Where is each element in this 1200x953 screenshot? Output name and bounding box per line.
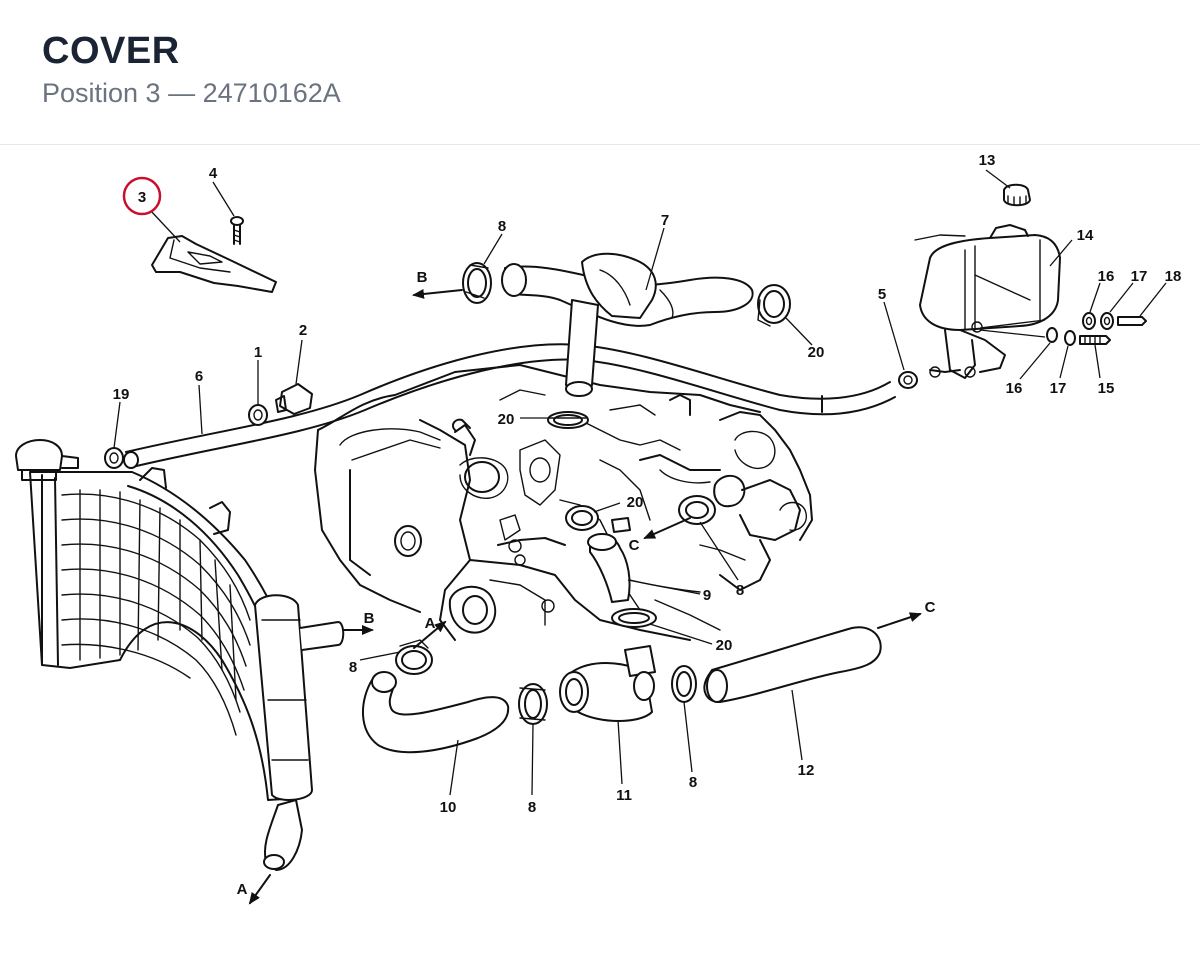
label-2[interactable]: 2 — [299, 322, 307, 339]
flow-marker-b-top: B — [417, 269, 428, 286]
clamp-part-20-low — [611, 608, 657, 628]
subtitle-separator: — — [160, 78, 203, 108]
hose-part-12 — [703, 626, 882, 703]
clamp-part-8-right — [671, 665, 697, 703]
label-20-center[interactable]: 20 — [498, 411, 515, 428]
label-14[interactable]: 14 — [1077, 227, 1094, 244]
part-number: 24710162A — [202, 78, 341, 108]
label-3-highlighted[interactable]: 3 — [138, 189, 146, 206]
tank-fasteners — [979, 312, 1147, 346]
label-7[interactable]: 7 — [661, 212, 669, 229]
clamp-part-19 — [104, 447, 124, 469]
label-8-left[interactable]: 8 — [349, 659, 357, 676]
hose-part-9 — [587, 533, 701, 603]
bolt-part-4 — [230, 216, 244, 245]
washer-part-1 — [248, 404, 268, 426]
hose-part-7 — [501, 252, 754, 397]
label-8-mid[interactable]: 8 — [528, 799, 536, 816]
flow-arrow-a-top — [413, 620, 447, 649]
label-19[interactable]: 19 — [113, 386, 130, 403]
clamp-part-5 — [898, 371, 918, 389]
clamp-part-8-left — [395, 639, 433, 675]
label-17-top[interactable]: 17 — [1131, 268, 1148, 285]
flow-arrow-a-bottom — [248, 874, 271, 905]
expansion-tank-part-14 — [914, 224, 1061, 379]
label-20-low[interactable]: 20 — [716, 637, 733, 654]
flow-marker-b-mid: B — [364, 610, 375, 627]
clamp-part-8-top — [462, 262, 492, 304]
label-4[interactable]: 4 — [209, 165, 218, 182]
label-20-top[interactable]: 20 — [808, 344, 825, 361]
hose-part-6 — [123, 343, 896, 469]
highlight-ring — [122, 176, 162, 216]
engine-block — [314, 364, 813, 641]
label-8-right[interactable]: 8 — [689, 774, 697, 791]
position-label: Position 3 — [42, 78, 161, 108]
page-header: COVER Position 3 — 24710162A — [0, 0, 1200, 145]
label-9[interactable]: 9 — [703, 587, 711, 604]
leader-lines — [113, 169, 1167, 796]
label-20-mid[interactable]: 20 — [627, 494, 644, 511]
flow-marker-c-right: C — [925, 599, 936, 616]
clamp-part-8-mid — [518, 683, 548, 725]
label-16-bottom[interactable]: 16 — [1006, 380, 1023, 397]
label-12[interactable]: 12 — [798, 762, 815, 779]
page-subtitle: Position 3 — 24710162A — [42, 78, 341, 109]
tank-cap-part-13 — [1003, 183, 1031, 207]
flow-marker-a-top: A — [425, 615, 436, 632]
label-13[interactable]: 13 — [979, 152, 996, 169]
flow-marker-c-mid: C — [629, 537, 640, 554]
label-10[interactable]: 10 — [440, 799, 457, 816]
clamp-part-20-top — [757, 284, 791, 327]
radiator — [15, 439, 345, 871]
label-18[interactable]: 18 — [1165, 268, 1182, 285]
hose-part-10 — [361, 671, 510, 754]
label-11[interactable]: 11 — [616, 787, 632, 804]
clamp-part-20-center — [547, 411, 589, 429]
label-16-top[interactable]: 16 — [1098, 268, 1115, 285]
flow-arrow-b-top — [412, 288, 463, 299]
part-labels: 3 4 1 2 19 6 8 7 20 5 13 14 16 17 18 16 … — [113, 152, 1182, 898]
label-6[interactable]: 6 — [195, 368, 203, 385]
flow-arrow-c-right — [877, 612, 922, 629]
flow-arrow-c-mid — [643, 517, 691, 539]
clamp-part-8-engine — [678, 495, 716, 525]
label-15[interactable]: 15 — [1098, 380, 1115, 397]
clamp-part-20-mid — [565, 505, 599, 531]
page-title: COVER — [42, 30, 180, 72]
label-17-bottom[interactable]: 17 — [1050, 380, 1067, 397]
label-5[interactable]: 5 — [878, 286, 886, 303]
label-1[interactable]: 1 — [254, 344, 262, 361]
flow-arrows — [248, 288, 922, 905]
flow-marker-a-bottom: A — [237, 881, 248, 898]
sensor-part-2 — [275, 383, 313, 415]
label-8-top[interactable]: 8 — [498, 218, 506, 235]
label-8-engine[interactable]: 8 — [736, 582, 744, 599]
cover-part — [151, 235, 277, 293]
fitting-part-11 — [559, 645, 656, 722]
